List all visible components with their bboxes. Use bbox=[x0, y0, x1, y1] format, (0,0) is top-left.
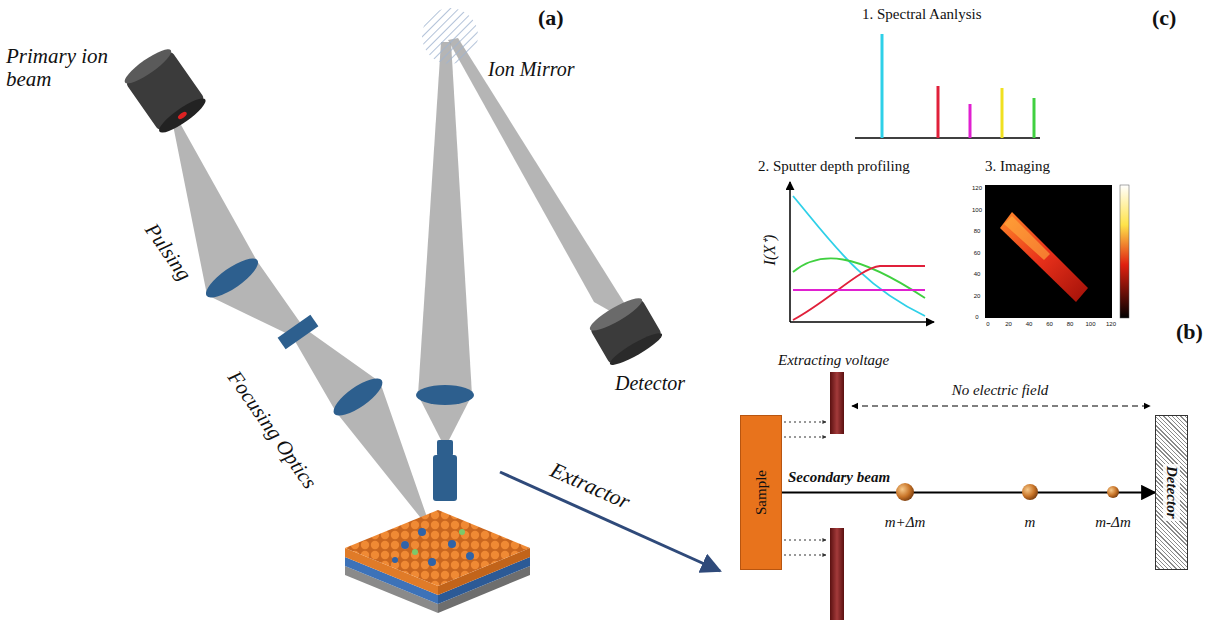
primary-beam bbox=[172, 116, 428, 522]
ion bbox=[1022, 484, 1038, 500]
tick-label: 0 bbox=[975, 314, 978, 321]
plot-title: 1. Spectral Aanlysis bbox=[862, 6, 982, 23]
detector-box: Detector bbox=[1155, 415, 1188, 570]
lens bbox=[201, 252, 474, 501]
panel-label: (b) bbox=[1176, 320, 1203, 344]
tick-label: 80 bbox=[974, 228, 981, 235]
detector-body bbox=[587, 293, 665, 369]
part-name: Ion Mirror bbox=[488, 58, 574, 80]
part-name: Detector bbox=[615, 372, 685, 394]
mass-label: m+Δm bbox=[885, 514, 926, 531]
tick-label: 40 bbox=[974, 271, 981, 278]
mass-label: m bbox=[1025, 514, 1036, 531]
edge-label: Secondary beam bbox=[788, 469, 890, 486]
plot-title: 2. Sputter depth profiling bbox=[758, 158, 910, 175]
field-lines bbox=[784, 422, 826, 555]
part-name: Extracting voltage bbox=[778, 352, 889, 369]
tick-label: 40 bbox=[1026, 321, 1033, 328]
part-name: Focusing Optics bbox=[223, 367, 321, 493]
tick-label: 80 bbox=[1067, 321, 1074, 328]
field-free-region bbox=[852, 406, 1150, 407]
plot-title: 3. Imaging bbox=[985, 158, 1050, 175]
ion-mirror bbox=[422, 8, 478, 64]
part-name: Pulsing bbox=[140, 219, 196, 285]
tick-label: 60 bbox=[974, 249, 981, 256]
part-name: Primary ion beam bbox=[6, 45, 118, 91]
node-text: Sample bbox=[753, 470, 770, 515]
tick-label: 60 bbox=[1046, 321, 1053, 328]
secondary-beam-cone bbox=[418, 38, 640, 440]
ion bbox=[1107, 486, 1119, 498]
tick-label: 0 bbox=[986, 321, 989, 328]
tick-label: 100 bbox=[972, 206, 982, 213]
extraction-plates bbox=[830, 372, 844, 620]
ion-image bbox=[985, 185, 1129, 318]
panel-label: (c) bbox=[1152, 6, 1176, 30]
mass-label: m-Δm bbox=[1095, 514, 1130, 531]
axis-label: I(X⁺) bbox=[761, 235, 779, 266]
beam-arrow bbox=[782, 491, 1155, 493]
panel-label: (a) bbox=[538, 6, 564, 30]
tick-label: 120 bbox=[972, 185, 982, 192]
ion bbox=[896, 483, 914, 501]
ion-gun bbox=[121, 45, 209, 138]
tick-label: 20 bbox=[974, 292, 981, 299]
tick-label: 20 bbox=[1005, 321, 1012, 328]
part-name: Extractor bbox=[547, 458, 634, 514]
sample-box: Sample bbox=[740, 415, 782, 570]
tick-label: 120 bbox=[1106, 321, 1116, 328]
region-label: No electric field bbox=[952, 382, 1049, 399]
sample-block bbox=[345, 510, 530, 613]
spectrum bbox=[855, 34, 1040, 138]
tick-label: 100 bbox=[1085, 321, 1095, 328]
depth-profile-plot bbox=[790, 182, 934, 322]
node-text: Detector bbox=[1163, 464, 1180, 520]
